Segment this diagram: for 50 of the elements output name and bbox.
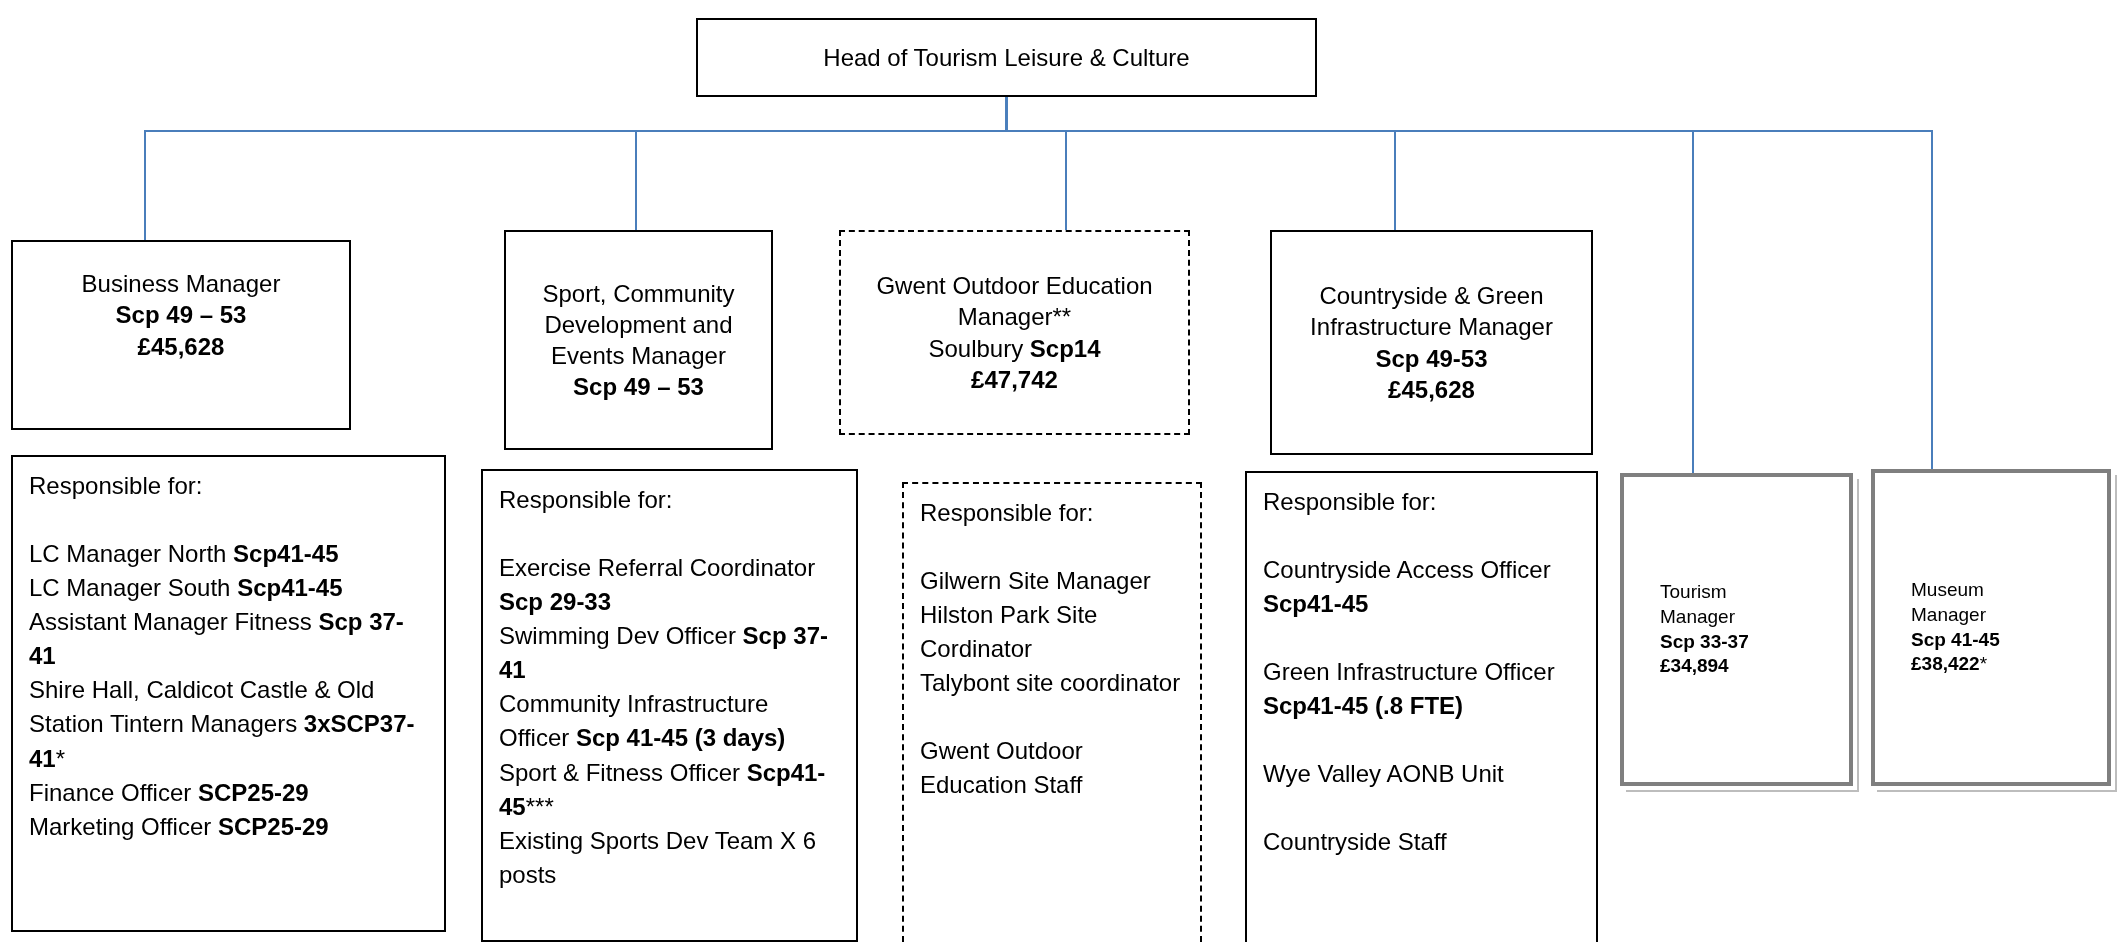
role-title: Countryside & Green Infrastructure Manager — [1309, 281, 1554, 343]
role-text: Finance Officer SCP25-29 — [29, 777, 310, 808]
role-text: Swimming Dev Officer Scp 37-41 — [499, 621, 829, 686]
responsibilities-box — [481, 469, 858, 942]
role-title: Soulbury Scp14 — [928, 333, 1101, 364]
section-heading: Responsible for: — [1263, 487, 1438, 517]
manager-box — [11, 240, 351, 430]
role-title: £45,628 — [137, 331, 225, 362]
role-title: Scp 49-53 — [1375, 343, 1488, 374]
role-text: Green Infrastructure Officer Scp41-45 (.8 FTE) — [1263, 657, 1556, 722]
role-text: Existing Sports Dev Team X 6 posts — [499, 825, 818, 890]
role-title: £47,742 — [971, 364, 1058, 395]
manager-box — [504, 230, 773, 450]
role-text: Community Infrastructure Officer Scp 41-45 (3 days) — [499, 689, 787, 754]
role-title: Head of Tourism Leisure & Culture — [823, 42, 1190, 73]
role-title: £34,894 — [1660, 654, 1730, 679]
role-text: Marketing Officer SCP25-29 — [29, 811, 330, 842]
role-text: Countryside Access Officer Scp41-45 — [1263, 555, 1552, 620]
role-title: Sport, Community Development and Events Manager — [541, 278, 736, 371]
role-title: Gwent Outdoor Education Manager** — [875, 271, 1154, 333]
title-box — [696, 18, 1317, 97]
role-text: Assistant Manager Fitness Scp 37-41 — [29, 607, 405, 672]
responsibilities-box — [902, 482, 1202, 942]
role-text: LC Manager North Scp41-45 — [29, 539, 340, 570]
role-text: Talybont site coordinator — [920, 668, 1182, 699]
role-title: Business Manager — [81, 269, 281, 300]
role-text: Sport & Fitness Officer Scp41-45*** — [499, 757, 827, 822]
role-text: Hilston Park Site Cordinator — [920, 600, 1099, 665]
section-heading: Responsible for: — [920, 498, 1095, 528]
role-title: £38,422* — [1911, 652, 1989, 677]
responsibilities-box — [11, 455, 446, 932]
role-title: Scp 49 – 53 — [115, 300, 247, 331]
role-title: Museum Manager — [1911, 578, 1987, 627]
manager-box — [839, 230, 1190, 435]
role-title: Tourism Manager — [1660, 580, 1736, 629]
manager-box — [1270, 230, 1593, 455]
role-text: Shire Hall, Caldicot Castle & Old Station Tintern Managers 3xSCP37-41* — [29, 675, 416, 774]
role-text: Gilwern Site Manager — [920, 566, 1152, 597]
role-title: Scp 41-45 — [1911, 627, 2001, 652]
role-text: Countryside Staff — [1263, 827, 1448, 858]
responsibilities-box — [1245, 471, 1598, 942]
role-text: Wye Valley AONB Unit — [1263, 759, 1505, 790]
role-text: Exercise Referral Coordinator Scp 29-33 — [499, 553, 817, 618]
role-text: Gwent Outdoor Education Staff — [920, 736, 1084, 801]
role-title: Scp 33-37 — [1660, 629, 1750, 654]
role-title: £45,628 — [1388, 374, 1475, 405]
section-heading: Responsible for: — [499, 485, 674, 515]
role-text: LC Manager South Scp41-45 — [29, 573, 344, 604]
role-title: Scp 49 – 53 — [573, 372, 704, 403]
section-heading: Responsible for: — [29, 471, 204, 501]
